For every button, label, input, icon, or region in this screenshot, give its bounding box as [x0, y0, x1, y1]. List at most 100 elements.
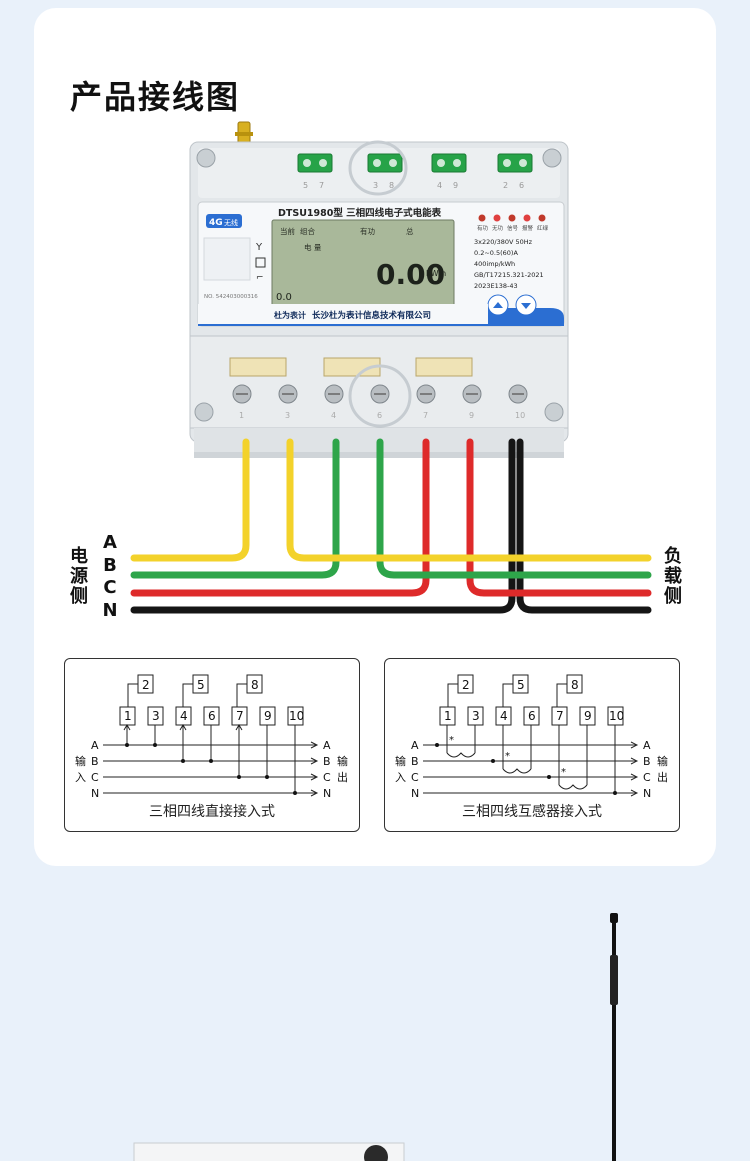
terminal-number: 3: [472, 709, 480, 723]
bottom-terminal-number: 9: [469, 411, 474, 420]
output-label: 输: [337, 754, 348, 768]
meter-serial: NO. 542403000316: [204, 294, 258, 300]
meter-model-title: DTSU1980型 三相四线电子式电能表: [278, 207, 442, 219]
svg-text:*: *: [561, 767, 566, 778]
phase-label-b: B: [103, 554, 117, 576]
load-side-char: 侧: [664, 586, 682, 607]
svg-text:*: *: [449, 735, 454, 746]
wire-b-load: [376, 438, 652, 579]
top-terminal-block: [297, 153, 333, 173]
terminal-number: 9: [264, 709, 272, 723]
phase-in-label: C: [91, 771, 99, 784]
signal-icon: Y: [255, 242, 263, 253]
wire-c-line: [130, 438, 430, 597]
terminal-number: 10: [289, 709, 304, 723]
bottom-terminal-number: 7: [423, 411, 428, 420]
top-terminal-number: 9: [453, 181, 458, 190]
indicator-label: 有功: [477, 224, 489, 232]
meter-spec-line: 2023E138-43: [474, 282, 518, 290]
phase-label-n: N: [102, 599, 118, 621]
terminal-number: 6: [208, 709, 216, 723]
meter-spec-line: 3x220/380V 50Hz: [474, 238, 533, 246]
lcd-text-total: 总: [406, 226, 414, 236]
switch-icon: ⌐: [256, 273, 264, 283]
load-side-char: 载: [664, 566, 682, 587]
input-label: 输: [395, 754, 406, 768]
terminal-number: 4: [180, 709, 188, 723]
top-number: 5: [197, 678, 205, 692]
indicator-led: [538, 214, 546, 222]
phase-out-label: N: [323, 787, 331, 799]
page-title: 产品接线图: [70, 78, 241, 116]
indicator-led: [478, 214, 486, 222]
phase-in-label: B: [411, 755, 419, 768]
source-side-char: 电: [70, 546, 88, 567]
antenna-connector-icon: [235, 121, 253, 145]
terminal-number: 1: [444, 709, 452, 723]
source-side-char: 侧: [70, 586, 88, 607]
phase-out-label: C: [643, 771, 651, 784]
antenna-rod: [612, 915, 616, 1161]
output-label: 出: [657, 770, 668, 784]
bottom-terminal-number: 4: [331, 411, 336, 420]
meter-spec-line: 0.2~0.5(60)A: [474, 249, 518, 257]
lcd-text-active: 有功: [360, 226, 375, 236]
indicator-label: 信号: [507, 224, 519, 232]
terminal-number: 9: [584, 709, 592, 723]
bottom-terminal-number: 3: [285, 411, 290, 420]
indicator-led: [508, 214, 516, 222]
top-terminal-block: [367, 153, 403, 173]
input-label: 入: [395, 771, 406, 784]
terminal-number: 6: [528, 709, 536, 723]
wire-a-line: [130, 438, 250, 562]
load-side-char: 负: [664, 546, 682, 567]
terminal-number: 7: [236, 709, 244, 723]
bottom-terminal-number: 10: [515, 411, 525, 420]
bottom-terminal-number: 6: [377, 411, 382, 420]
load-side-label: 负载侧: [662, 547, 684, 607]
phase-in-label: B: [91, 755, 99, 768]
source-side-char: 源: [70, 566, 88, 587]
top-number: 5: [517, 678, 525, 692]
input-label: 入: [75, 771, 86, 784]
top-terminal-number: 6: [519, 181, 524, 190]
phase-out-label: N: [643, 787, 651, 799]
lcd-text-energy: 电 量: [304, 242, 322, 252]
lcd-text-combined: 组合: [300, 226, 315, 236]
wire-b-line: [130, 438, 340, 579]
phase-out-label: C: [323, 771, 331, 784]
next-section-preview: [133, 913, 618, 1161]
ct-coil: [502, 768, 532, 774]
phase-out-label: A: [643, 739, 651, 752]
meter-spec-line: GB/T17215.321-2021: [474, 271, 544, 279]
svg-text:*: *: [505, 751, 510, 762]
lcd-unit: kW h: [426, 269, 446, 278]
phase-labels: A B C N: [100, 532, 120, 622]
phase-label-a: A: [103, 532, 117, 553]
bottom-terminal-number: 1: [239, 411, 244, 420]
badge-4g: 4G: [209, 218, 223, 228]
down-arrow-icon: [521, 303, 531, 309]
phase-label-c: C: [103, 577, 117, 598]
wire-n-load: [516, 438, 652, 614]
lcd-value: 0.00: [376, 258, 445, 291]
indicator-led: [493, 214, 501, 222]
phase-in-label: A: [91, 739, 99, 752]
lcd-small-value: 0.0: [276, 292, 292, 303]
top-terminal-number: 4: [437, 181, 442, 190]
phase-in-label: N: [411, 787, 419, 799]
meter-brand: 杜为表计: [274, 310, 306, 320]
top-number: 2: [142, 678, 150, 692]
phase-in-label: A: [411, 739, 419, 752]
up-arrow-icon: [493, 302, 503, 308]
top-terminal-block: [497, 153, 533, 173]
terminal-number: 7: [556, 709, 564, 723]
wire-c-load: [466, 438, 652, 597]
top-number: 8: [251, 678, 259, 692]
terminal-number: 1: [124, 709, 132, 723]
diagram-direct-caption: 三相四线直接接入式: [149, 804, 275, 820]
